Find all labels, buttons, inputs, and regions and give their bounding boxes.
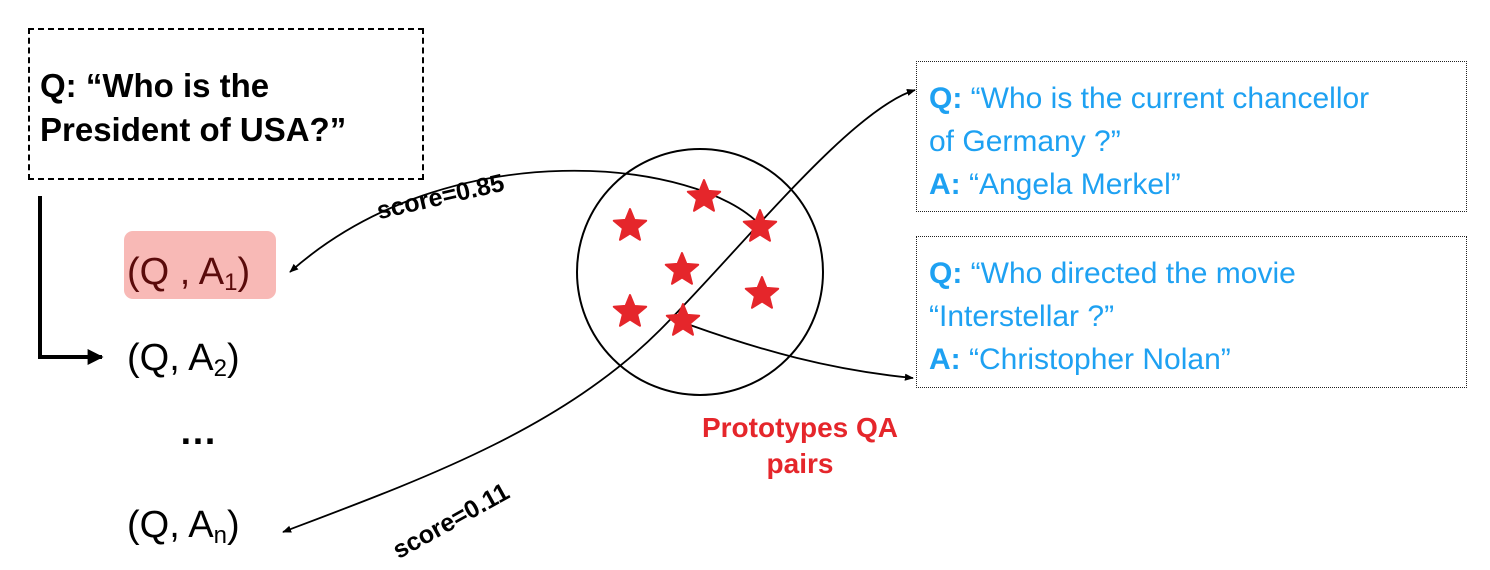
qa-example-text-1: Q: “Who is the current chancellor of Ger…: [929, 82, 1370, 201]
candidate-pair-2: (Q, A2): [127, 337, 240, 382]
candidate-pair-1: (Q , A1): [127, 251, 251, 296]
prototype-star: [744, 276, 780, 309]
prototype-star: [664, 252, 700, 285]
arrow-to-pairn: [282, 88, 916, 533]
prototype-star: [612, 294, 648, 327]
prototype-stars: [612, 179, 780, 336]
prototype-star: [612, 208, 648, 241]
prototype-star: [742, 209, 778, 242]
ellipsis: …: [179, 411, 219, 453]
query-to-pair2-arrow: [38, 196, 104, 365]
prototype-star: [665, 303, 701, 336]
candidate-pair-n: (Q, An): [127, 504, 240, 549]
qa-example-box-2: [916, 236, 1467, 388]
query-line-1: Q: “Who is the: [40, 67, 270, 104]
highlighted-pair-background: [124, 231, 276, 299]
qa-example-text-2: Q: “Who directed the movie “Interstellar…: [929, 257, 1296, 376]
arrow-to-qa-box2: [689, 324, 914, 381]
arrow-to-pair1: [289, 169, 761, 273]
prototype-star: [686, 179, 722, 212]
qa-example-box-1: [916, 61, 1467, 212]
prototype-circle: [576, 148, 824, 396]
